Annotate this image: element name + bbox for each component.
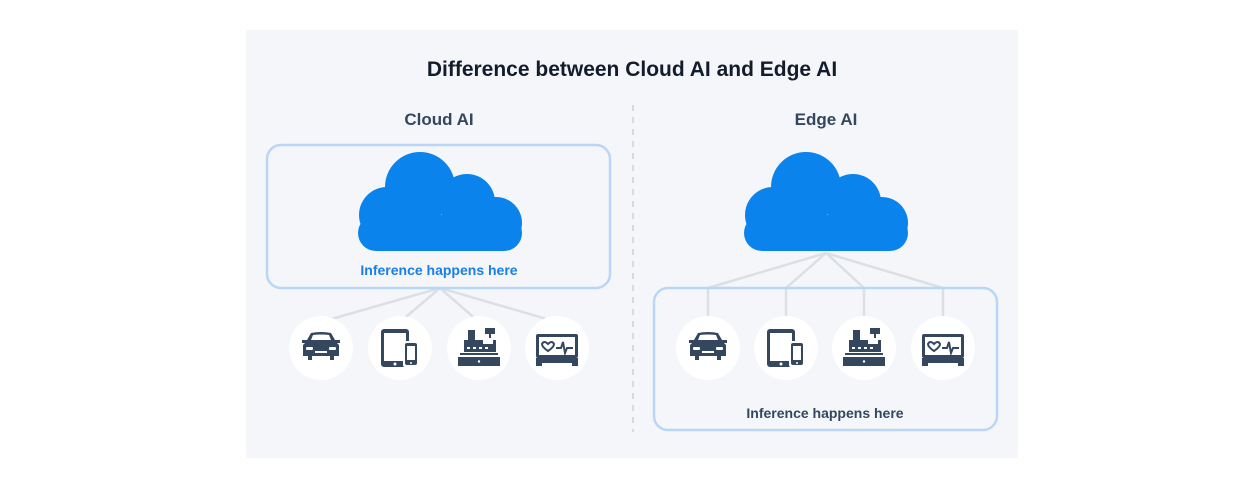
cloud-ai-connectors	[320, 286, 558, 324]
cloud-ai-devices	[289, 316, 589, 380]
cloud-inference-box	[265, 143, 612, 290]
edge-ai-devices	[676, 316, 975, 380]
diagram-title: Difference between Cloud AI and Edge AI	[427, 58, 837, 81]
cloud-ai-heading: Cloud AI	[404, 110, 473, 129]
cloud-inference-label: Inference happens here	[360, 262, 517, 278]
heart-monitor-icon	[921, 333, 965, 367]
edge-inference-box	[652, 286, 999, 432]
edge-ai-heading: Edge AI	[795, 110, 858, 129]
edge-ai-connectors	[706, 251, 945, 318]
heart-monitor-icon	[535, 333, 579, 367]
edge-inference-label: Inference happens here	[746, 405, 903, 421]
